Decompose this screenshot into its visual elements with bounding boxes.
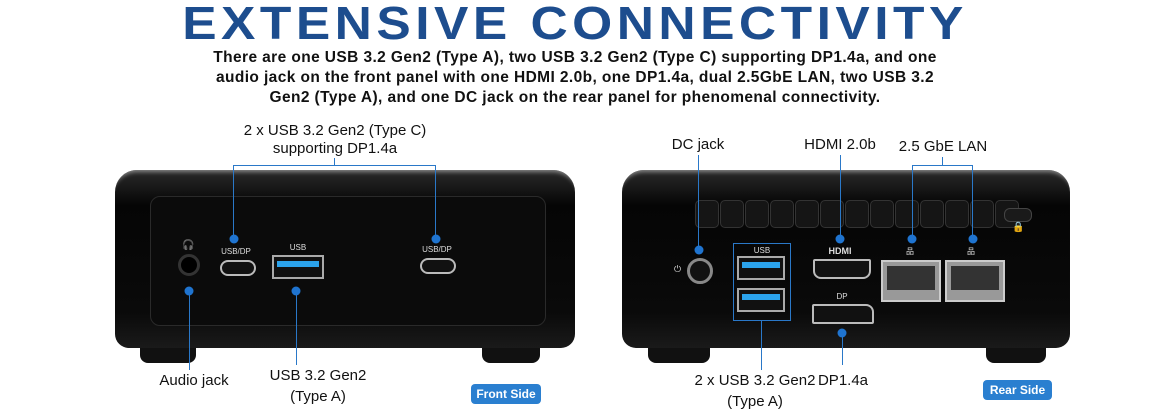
- vent-slot: [745, 200, 769, 228]
- description: There are one USB 3.2 Gen2 (Type A), two…: [100, 48, 1050, 108]
- vent-slot: [970, 200, 994, 228]
- vent-slot: [945, 200, 969, 228]
- port-label: USB: [289, 243, 307, 252]
- callout-rear-usb: 2 x USB 3.2 Gen2: [694, 372, 816, 389]
- callout-line: [761, 320, 762, 370]
- callout-dot: [184, 286, 194, 296]
- vent-slot: [870, 200, 894, 228]
- callout-lan: 2.5 GbE LAN: [898, 138, 988, 155]
- dc-jack-port: [687, 258, 713, 284]
- callout-dot: [229, 234, 239, 244]
- usb-a-port: [737, 288, 785, 312]
- lan-port: [881, 260, 941, 302]
- port-label: DP: [836, 292, 848, 301]
- port-label: USB/DP: [221, 247, 251, 256]
- callout-line: [296, 290, 297, 365]
- callout-audio: Audio jack: [159, 372, 229, 389]
- usb-a-port: [272, 255, 324, 279]
- callout-line: [972, 165, 973, 238]
- callout-line: [842, 333, 843, 365]
- callout-line: [698, 155, 699, 250]
- vent-slot: [695, 200, 719, 228]
- vent-slot: [770, 200, 794, 228]
- page-title: EXTENSIVE CONNECTIVITY: [182, 0, 968, 49]
- callout-usba: (Type A): [290, 388, 346, 405]
- port-label: USB: [753, 246, 771, 255]
- callout-usba: USB 3.2 Gen2: [269, 367, 367, 384]
- callout-line: [840, 155, 841, 238]
- callout-line: [189, 290, 190, 370]
- front-panel: [150, 196, 546, 326]
- hdmi-port: [813, 259, 871, 279]
- vent-slot: [795, 200, 819, 228]
- vents: [695, 200, 1019, 228]
- callout-line: [233, 165, 436, 166]
- kensington-lock: [1004, 208, 1032, 222]
- vent-slot: [720, 200, 744, 228]
- usb-c-port: [420, 258, 456, 274]
- callout-dot: [835, 234, 845, 244]
- usb-a-port: [737, 256, 785, 280]
- callout-hdmi: HDMI 2.0b: [804, 136, 876, 153]
- network-icon: 品: [967, 247, 975, 256]
- rear-side-badge: Rear Side: [983, 380, 1052, 400]
- lan-port: [945, 260, 1005, 302]
- headphone-icon: 🎧: [182, 240, 195, 251]
- description-line: There are one USB 3.2 Gen2 (Type A), two…: [213, 49, 937, 66]
- port-label: USB/DP: [422, 245, 452, 254]
- callout-line: [233, 165, 234, 238]
- vent-slot: [845, 200, 869, 228]
- power-icon: ⏻: [674, 264, 682, 274]
- callout-dot: [694, 245, 704, 255]
- callout-line: [942, 157, 943, 165]
- description-line: audio jack on the front panel with one H…: [215, 69, 935, 86]
- callout-dot: [907, 234, 917, 244]
- dp-port: [812, 304, 874, 324]
- callout-dc: DC jack: [671, 136, 725, 153]
- usb-c-port: [220, 260, 256, 276]
- front-side-badge: Front Side: [471, 384, 541, 404]
- callout-line: [912, 165, 973, 166]
- callout-dot: [968, 234, 978, 244]
- callout-dot: [291, 286, 301, 296]
- vent-slot: [920, 200, 944, 228]
- callout-usbc: supporting DP1.4a: [272, 140, 398, 157]
- lock-icon: 🔒: [1012, 222, 1025, 233]
- callout-dot: [837, 328, 847, 338]
- usb-group-box: [733, 243, 791, 321]
- callout-dot: [431, 234, 441, 244]
- callout-dp: DP1.4a: [817, 372, 869, 389]
- callout-line: [334, 158, 335, 165]
- callout-rear-usb: (Type A): [727, 393, 783, 410]
- description-line: Gen2 (Type A), and one DC jack on the re…: [269, 89, 881, 106]
- vent-slot: [895, 200, 919, 228]
- audio-jack-port: [178, 254, 200, 276]
- callout-line: [912, 165, 913, 238]
- network-icon: 品: [906, 247, 914, 256]
- port-label: HDMI: [828, 246, 852, 256]
- callout-usbc: 2 x USB 3.2 Gen2 (Type C): [243, 122, 427, 139]
- callout-line: [435, 165, 436, 238]
